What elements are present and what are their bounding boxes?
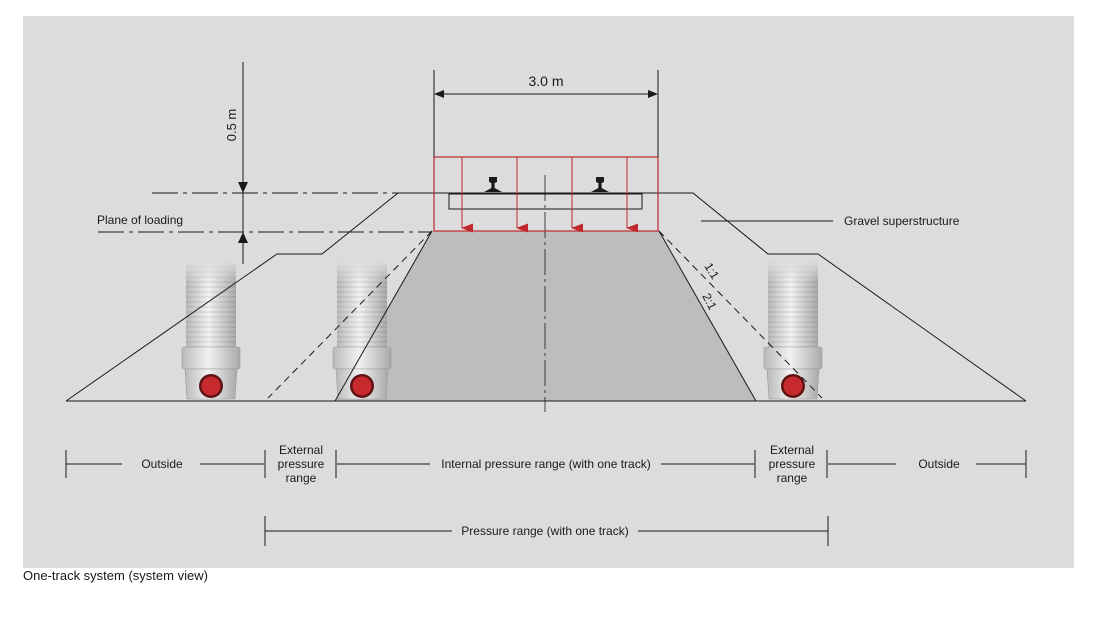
depth-label: 0.5 m [224,109,239,142]
gravel-label: Gravel superstructure [844,214,960,228]
width-label: 3.0 m [528,73,563,89]
depth-arrow-down [238,182,248,193]
spread-line-right [658,230,823,399]
figure-caption: One-track system (system view) [23,568,208,583]
pipe-left-inner [332,260,392,400]
internal-pressure-zone [335,231,756,401]
external-right-label-3: range [777,471,808,485]
outside-right-label: Outside [918,457,960,471]
pipe-left-outer [181,260,241,400]
pipe-right [763,260,823,400]
outside-left-label: Outside [141,457,183,471]
external-right-label-1: External [770,443,814,457]
pressure-side-right [658,230,757,402]
depth-arrow-up [238,232,248,243]
pressure-range-label: Pressure range (with one track) [461,524,628,538]
load-box [433,156,659,232]
plane-of-loading-label: Plane of loading [97,213,183,227]
internal-label: Internal pressure range (with one track) [441,457,650,471]
sleeper [448,193,643,210]
external-left-label-3: range [286,471,317,485]
external-left-label-1: External [279,443,323,457]
external-right-label-2: pressure [769,457,816,471]
external-left-label-2: pressure [278,457,325,471]
pressure-side-left [334,230,433,402]
spread-line-left [267,230,433,399]
embankment-outline [65,192,1027,402]
